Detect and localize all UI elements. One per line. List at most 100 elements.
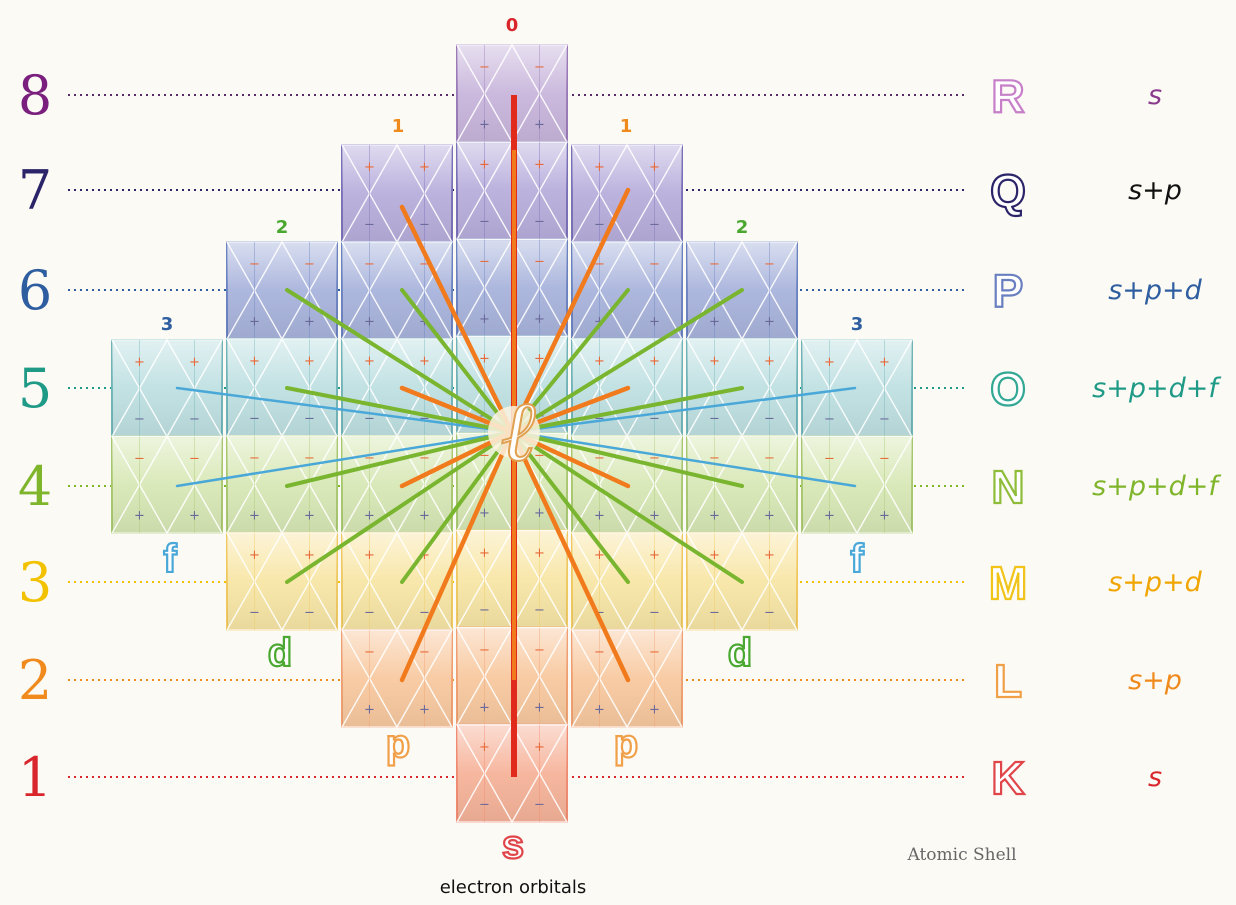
orbital-tile: −+−+ <box>225 241 339 340</box>
charge-sign: + <box>419 548 430 563</box>
charge-sign: + <box>249 548 260 563</box>
shell-letter: Q <box>990 165 1026 217</box>
charge-sign: − <box>764 451 775 466</box>
charge-sign: − <box>364 645 375 660</box>
charge-sign: − <box>479 254 490 269</box>
charge-sign: + <box>764 354 775 369</box>
shell-number: 7 <box>18 159 52 222</box>
center-glow <box>488 406 540 458</box>
charge-sign: − <box>594 257 605 272</box>
charge-sign: − <box>649 605 660 620</box>
charge-sign: + <box>534 700 545 715</box>
ell-number: 3 <box>851 314 864 335</box>
shell-number: 4 <box>18 455 52 518</box>
shell-number: 3 <box>18 551 52 614</box>
ell-number: 0 <box>506 15 519 36</box>
subshell-config: s+p+d <box>1108 275 1202 306</box>
charge-sign: − <box>709 605 720 620</box>
shell-number: 1 <box>18 746 52 809</box>
caption: electron orbitals <box>440 877 587 898</box>
charge-sign: − <box>594 645 605 660</box>
subshell-letter: f <box>850 537 864 581</box>
charge-sign: + <box>134 508 145 523</box>
charge-sign: + <box>534 506 545 521</box>
charge-sign: + <box>419 160 430 175</box>
ray-d <box>400 288 514 434</box>
charge-sign: + <box>304 314 315 329</box>
subshell-config: s+p <box>1128 665 1182 696</box>
charge-sign: − <box>824 412 835 427</box>
charge-sign: + <box>479 740 490 755</box>
charge-sign: − <box>879 412 890 427</box>
ray-d <box>285 386 514 434</box>
subshell-letter: s <box>502 823 524 867</box>
charge-sign: + <box>594 508 605 523</box>
charge-sign: + <box>479 700 490 715</box>
ray-f <box>510 386 857 434</box>
charge-sign: + <box>534 312 545 327</box>
charge-sign: + <box>594 354 605 369</box>
charge-sign: + <box>709 548 720 563</box>
charge-sign: − <box>879 452 890 467</box>
charge-sign: + <box>479 506 490 521</box>
charge-sign: − <box>364 257 375 272</box>
orbital-tile: + − + − <box>340 144 454 243</box>
charge-sign: − <box>764 257 775 272</box>
charge-sign: − <box>594 217 605 232</box>
orbital-tile: +−+− <box>225 338 339 437</box>
ell-number: 1 <box>620 116 633 137</box>
charge-sign: − <box>249 411 260 426</box>
charge-sign: − <box>364 411 375 426</box>
orbital-tile: −+−+ <box>340 629 454 728</box>
charge-sign: − <box>709 451 720 466</box>
charge-sign: + <box>824 355 835 370</box>
charge-sign: − <box>304 605 315 620</box>
charge-sign: + <box>479 352 490 367</box>
charge-sign: − <box>304 451 315 466</box>
charge-sign: + <box>479 118 490 133</box>
subshell-config: s+p+d <box>1108 567 1202 598</box>
charge-sign: − <box>479 449 490 464</box>
charge-sign: + <box>709 314 720 329</box>
charge-sign: − <box>419 257 430 272</box>
charge-sign: + <box>364 508 375 523</box>
shell-number: 8 <box>18 64 52 127</box>
center-ell-glyph: ℓ <box>501 382 536 480</box>
charge-sign: − <box>479 797 490 812</box>
charge-sign: + <box>824 508 835 523</box>
ray-p <box>509 187 631 435</box>
charge-sign: + <box>189 508 200 523</box>
charge-sign: − <box>594 411 605 426</box>
charge-sign: + <box>534 352 545 367</box>
charge-sign: + <box>364 354 375 369</box>
charge-sign: − <box>189 452 200 467</box>
charge-sign: + <box>479 312 490 327</box>
charge-sign: + <box>649 702 660 717</box>
subshell-config: s+p+d+f <box>1092 471 1221 502</box>
shell-number: 5 <box>18 357 52 420</box>
charge-sign: − <box>249 451 260 466</box>
charge-sign: + <box>709 508 720 523</box>
ray-d <box>510 386 744 434</box>
ray-d <box>510 288 744 434</box>
charge-sign: + <box>649 548 660 563</box>
charge-sign: + <box>364 160 375 175</box>
charge-sign: − <box>534 643 545 658</box>
charge-sign: − <box>649 645 660 660</box>
ell-number: 2 <box>276 217 289 238</box>
charge-sign: − <box>419 451 430 466</box>
subshell-config: s+p+d+f <box>1092 373 1221 404</box>
charge-sign: − <box>419 217 430 232</box>
ray-p <box>509 429 631 683</box>
ray-d <box>285 288 514 434</box>
charge-sign: − <box>364 217 375 232</box>
ray-d <box>285 430 514 488</box>
center-ell-symbol: ℓ <box>488 381 540 481</box>
orbital-tile: −+−+ <box>685 241 799 340</box>
charge-sign: − <box>419 645 430 660</box>
charge-sign: + <box>304 354 315 369</box>
ray-p <box>399 204 515 435</box>
charge-sign: − <box>419 411 430 426</box>
orbital-tile: +−+− <box>800 339 914 438</box>
charge-sign: − <box>534 215 545 230</box>
